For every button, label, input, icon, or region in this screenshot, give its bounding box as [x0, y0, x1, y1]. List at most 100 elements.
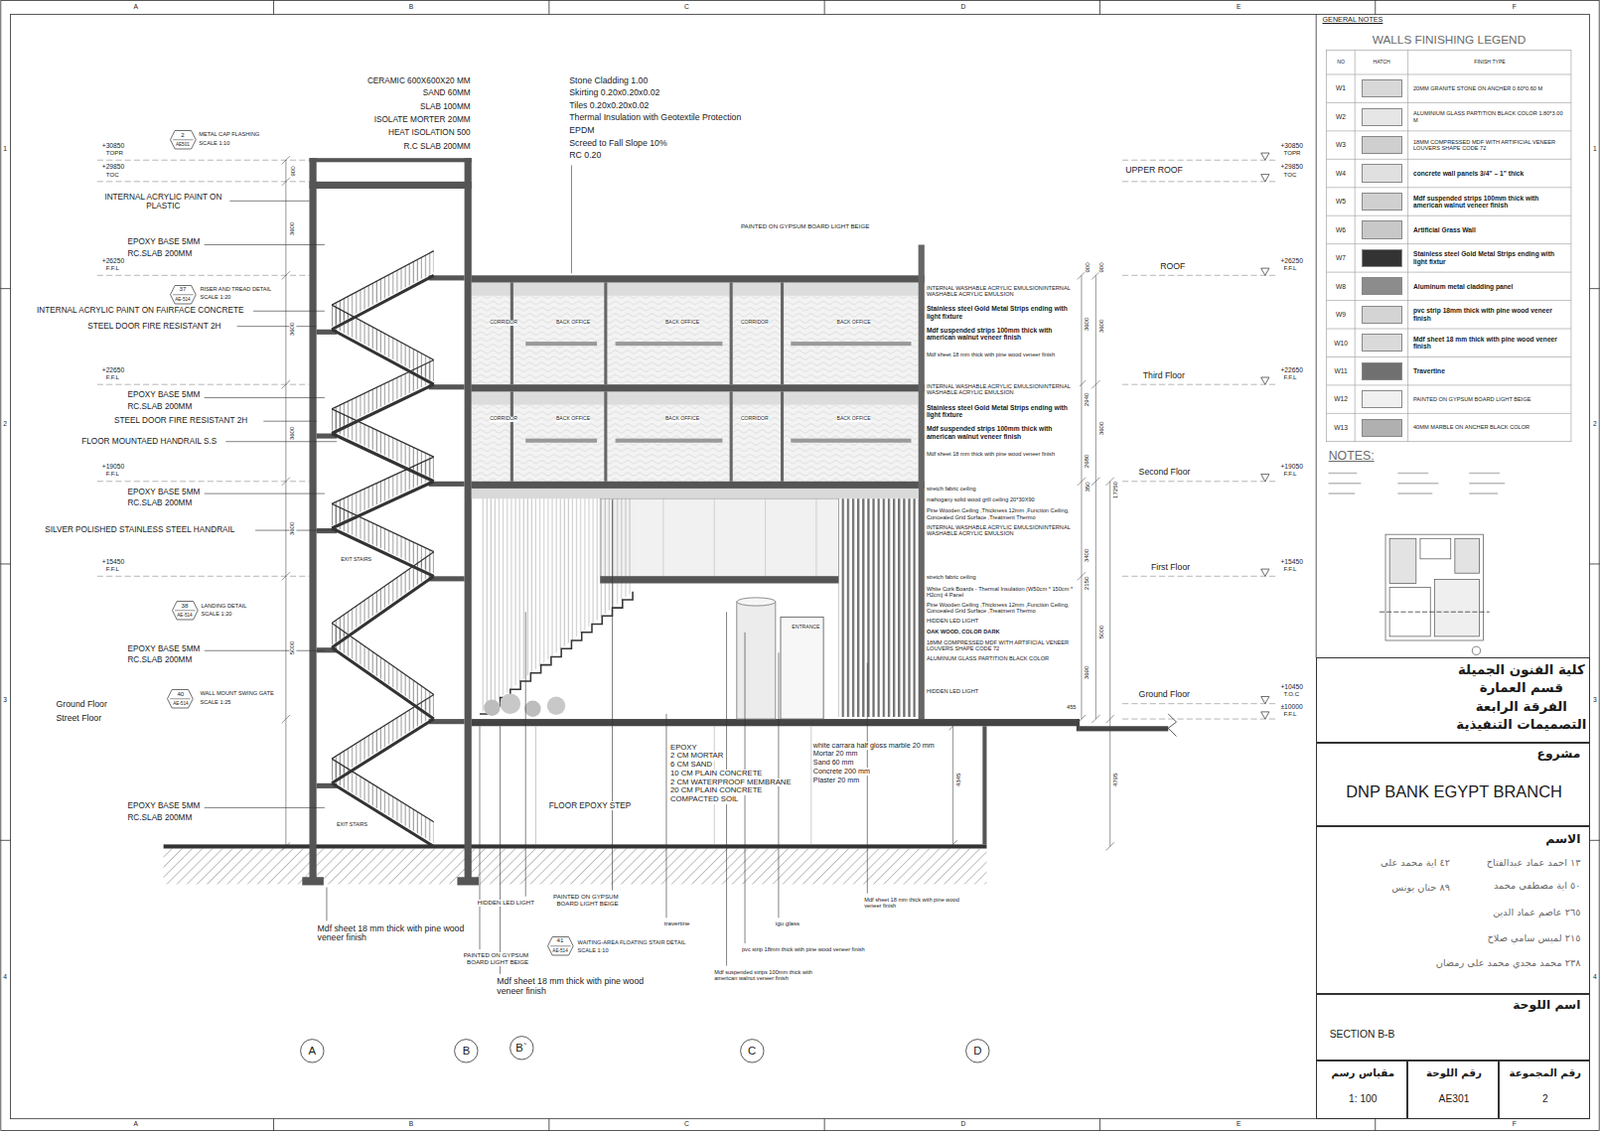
- ground-hall: [524, 701, 541, 718]
- legend-text: Travertine: [1413, 367, 1569, 375]
- dimension-line: [282, 155, 1115, 851]
- finish-note: Mdf sheet 18 mm thick with pine wood ven…: [496, 977, 650, 998]
- level-line: [97, 159, 1276, 720]
- dimension-text: 3600: [289, 521, 296, 536]
- title-block-cell: الاسم١٣ احمد عماد عبدالفتاح٤٢ اية محمد ع…: [1315, 826, 1590, 995]
- level-label: +22650: [1280, 366, 1303, 374]
- office-floors: [510, 282, 514, 385]
- dimension-text: 3600: [289, 322, 296, 337]
- sheet-heading: W6: [1335, 226, 1346, 234]
- callout-divider: [170, 699, 192, 701]
- room-tag: CORRIDOR: [740, 416, 769, 423]
- room-tag: BACK OFFICE: [836, 319, 871, 326]
- dimension-text: 17250: [1113, 480, 1121, 498]
- dimension-text: 3600: [289, 427, 296, 441]
- legend-text: concrete wall panels 3/4" – 1" thick: [1413, 169, 1569, 177]
- ground-hall: [500, 693, 522, 715]
- level-label: First Floor: [1151, 563, 1190, 574]
- basement: [535, 726, 811, 845]
- grid-reference: C: [684, 1120, 690, 1128]
- detail-callout: 2AE501: [169, 130, 197, 150]
- office-floors: [780, 282, 784, 385]
- sheet-frame: [10, 13, 1591, 1119]
- callout-number: 37: [178, 286, 186, 293]
- building-slab: [471, 275, 925, 283]
- legend-text: Artificial Grass Wall: [1413, 226, 1569, 234]
- grid-reference: 2: [1593, 420, 1598, 428]
- callout-outline: [171, 600, 198, 619]
- finish-note: Mdf sheet 18 mm thick with pine wood ven…: [864, 896, 962, 910]
- ground-hall: [839, 498, 917, 718]
- legend-table: [1325, 49, 1571, 441]
- leader-line: [326, 164, 868, 974]
- stair-core: [301, 157, 479, 885]
- material-spec: RC 0.20: [569, 150, 601, 161]
- grid-reference: B: [409, 1120, 414, 1128]
- grid-reference: F: [1512, 1120, 1517, 1128]
- grid-reference: 2: [2, 420, 7, 428]
- legend-swatch: [1361, 333, 1403, 352]
- legend-swatch: [1361, 108, 1403, 127]
- building-slab: [471, 481, 925, 489]
- office-floors: [471, 391, 919, 405]
- ground-hatch: [163, 849, 988, 885]
- finish-note: COMPACTED SOIL: [670, 795, 738, 805]
- finish-note: INTERNAL WASHABLE ACRYLIC EMULSIONINTERN…: [926, 285, 1080, 298]
- annotation-label: STEEL DOOR FIRE RESISTANT 2H: [114, 416, 248, 426]
- legend-text: Aluminum metal cladding panel: [1413, 283, 1569, 291]
- legend-table: [1325, 49, 1571, 441]
- level-label: +26250: [1280, 257, 1303, 265]
- annotation-label: RISER AND TREAD DETAIL: [199, 286, 272, 292]
- building-slab: [982, 726, 987, 845]
- grid-reference: F: [1512, 2, 1517, 10]
- finish-note: White Cork Boards - Thermal Insulation (…: [926, 585, 1080, 599]
- dimension-text: 3400: [1084, 549, 1092, 564]
- office-floors: [510, 282, 784, 481]
- material-spec: CERAMIC 600X600X20 MM: [367, 76, 471, 86]
- sheet-heading: HATCH: [1372, 59, 1390, 66]
- key-plan: [1379, 534, 1490, 655]
- ground-hall: [483, 700, 500, 717]
- annotation-label: Ground Floor: [56, 700, 108, 711]
- finish-note: Pine Wooden Ceiling ,Thickness 12mm ,Fun…: [926, 507, 1080, 521]
- title-block-cell: رقم المجموعة2: [1498, 1060, 1591, 1120]
- office-floors: [471, 295, 919, 385]
- grid-bubble: B`: [509, 1035, 535, 1061]
- dimension-text: 3600: [289, 221, 296, 236]
- level-label: F.F.L: [1283, 566, 1297, 574]
- level-label: TOPR: [106, 149, 124, 157]
- level-label: +22650: [102, 366, 125, 374]
- annotation-label: RC.SLAB 200MM: [127, 813, 192, 823]
- office-floors: [525, 438, 597, 443]
- grid-circle: [509, 1036, 533, 1060]
- callout-number: AE-514: [172, 701, 188, 707]
- grid-circle: [739, 1038, 763, 1062]
- sheet-heading: GENERAL NOTES: [1322, 15, 1384, 24]
- stair-flight: [331, 251, 435, 848]
- sheet-frame: [1315, 13, 1317, 658]
- material-spec: EPDM: [569, 126, 594, 137]
- title-block-text: الاسم: [1545, 833, 1581, 848]
- title-block-text: رقم المجموعة: [1509, 1067, 1582, 1079]
- dimension-text: 900: [1084, 262, 1092, 273]
- annotation-label: EPOXY BASE 5MM: [127, 237, 200, 247]
- finish-note: 18MM COMPRESSED MDF WITH ARTIFICIAL VENE…: [926, 639, 1080, 653]
- detail-callout: 37AE-514: [169, 285, 197, 305]
- dimension-text: 5000: [289, 640, 296, 655]
- sheet-heading: W2: [1335, 113, 1346, 121]
- annotation-label: EPOXY BASE 5MM: [127, 487, 200, 497]
- level-label: Ground Floor: [1139, 690, 1190, 701]
- callout-outline: [169, 131, 196, 149]
- grid-bubble: C: [739, 1038, 765, 1064]
- title-block-text: ٥٠ اية مصطفى محمد: [1493, 880, 1581, 892]
- office-floors: [471, 282, 919, 481]
- ground-hall: [479, 498, 633, 715]
- finish-note: white carrara half gloss marble 20 mm: [813, 741, 935, 750]
- notes-text-lines: [1328, 473, 1506, 495]
- grid-bubble: B: [453, 1038, 479, 1064]
- level-label: F.F.L: [1283, 265, 1297, 273]
- finish-note: EPOXY: [670, 743, 698, 753]
- level-label: TOC: [1283, 171, 1297, 179]
- ground-hall: [471, 488, 919, 499]
